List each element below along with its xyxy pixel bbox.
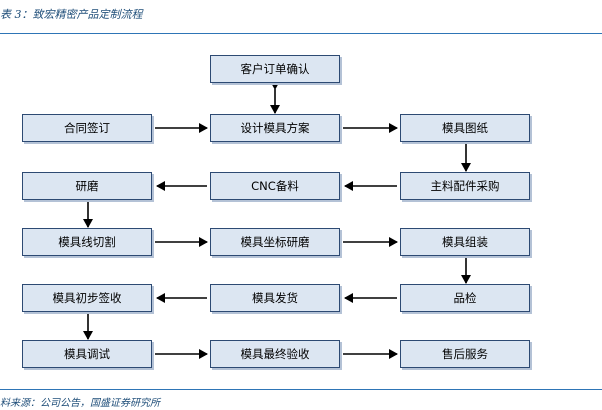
node-coord-grind: 模具坐标研磨 (210, 228, 340, 256)
node-initial-accept: 模具初步签收 (22, 284, 152, 312)
node-contract: 合同签订 (22, 114, 152, 142)
node-cnc: CNC备料 (210, 172, 340, 200)
source-note: 料来源：公司公告，国盛证券研究所 (0, 398, 160, 409)
node-final-accept: 模具最终验收 (210, 340, 340, 368)
figure-caption: 表 3：致宏精密产品定制流程 (0, 8, 143, 21)
node-drawing: 模具图纸 (400, 114, 530, 142)
node-grind: 研磨 (22, 172, 152, 200)
node-ship: 模具发货 (210, 284, 340, 312)
node-debug: 模具调试 (22, 340, 152, 368)
node-wirecut: 模具线切割 (22, 228, 152, 256)
node-inspect: 品检 (400, 284, 530, 312)
bottom-rule (0, 389, 602, 390)
node-order-confirm: 客户订单确认 (210, 55, 340, 83)
top-rule (0, 33, 602, 34)
node-assemble: 模具组装 (400, 228, 530, 256)
node-purchase: 主料配件采购 (400, 172, 530, 200)
node-design: 设计模具方案 (210, 114, 340, 142)
node-after-sales: 售后服务 (400, 340, 530, 368)
